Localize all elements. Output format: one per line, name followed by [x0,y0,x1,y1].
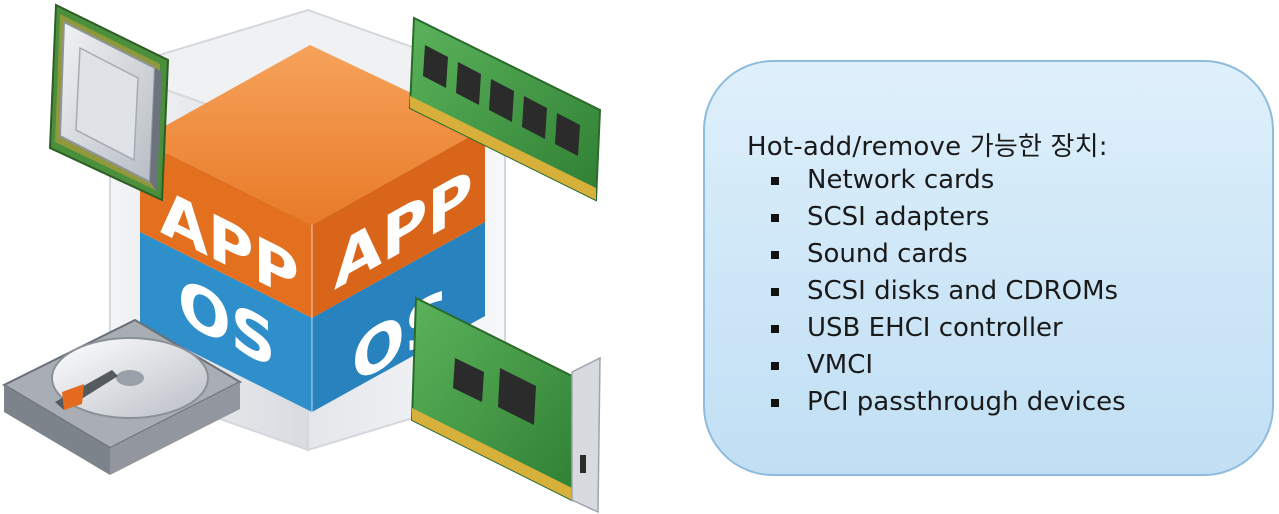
list-item: SCSI adapters [767,201,1126,238]
list-item: USB EHCI controller [767,312,1126,349]
list-item: VMCI [767,349,1126,386]
cpu-icon [48,3,170,202]
device-list: Network cards SCSI adapters Sound cards … [767,164,1126,423]
list-item: PCI passthrough devices [767,386,1126,423]
hot-add-devices-panel: Hot-add/remove 가능한 장치: Network cards SCS… [703,60,1274,476]
list-item: SCSI disks and CDROMs [767,275,1126,312]
memory-module-icon [408,16,602,202]
list-item: Network cards [767,164,1126,201]
virtual-machine-illustration: APP APP OS OS [1,3,602,514]
panel-title: Hot-add/remove 가능한 장치: [747,132,1108,162]
hard-drive-icon [1,318,243,475]
list-item: Sound cards [767,238,1126,275]
expansion-card-icon [410,296,601,514]
